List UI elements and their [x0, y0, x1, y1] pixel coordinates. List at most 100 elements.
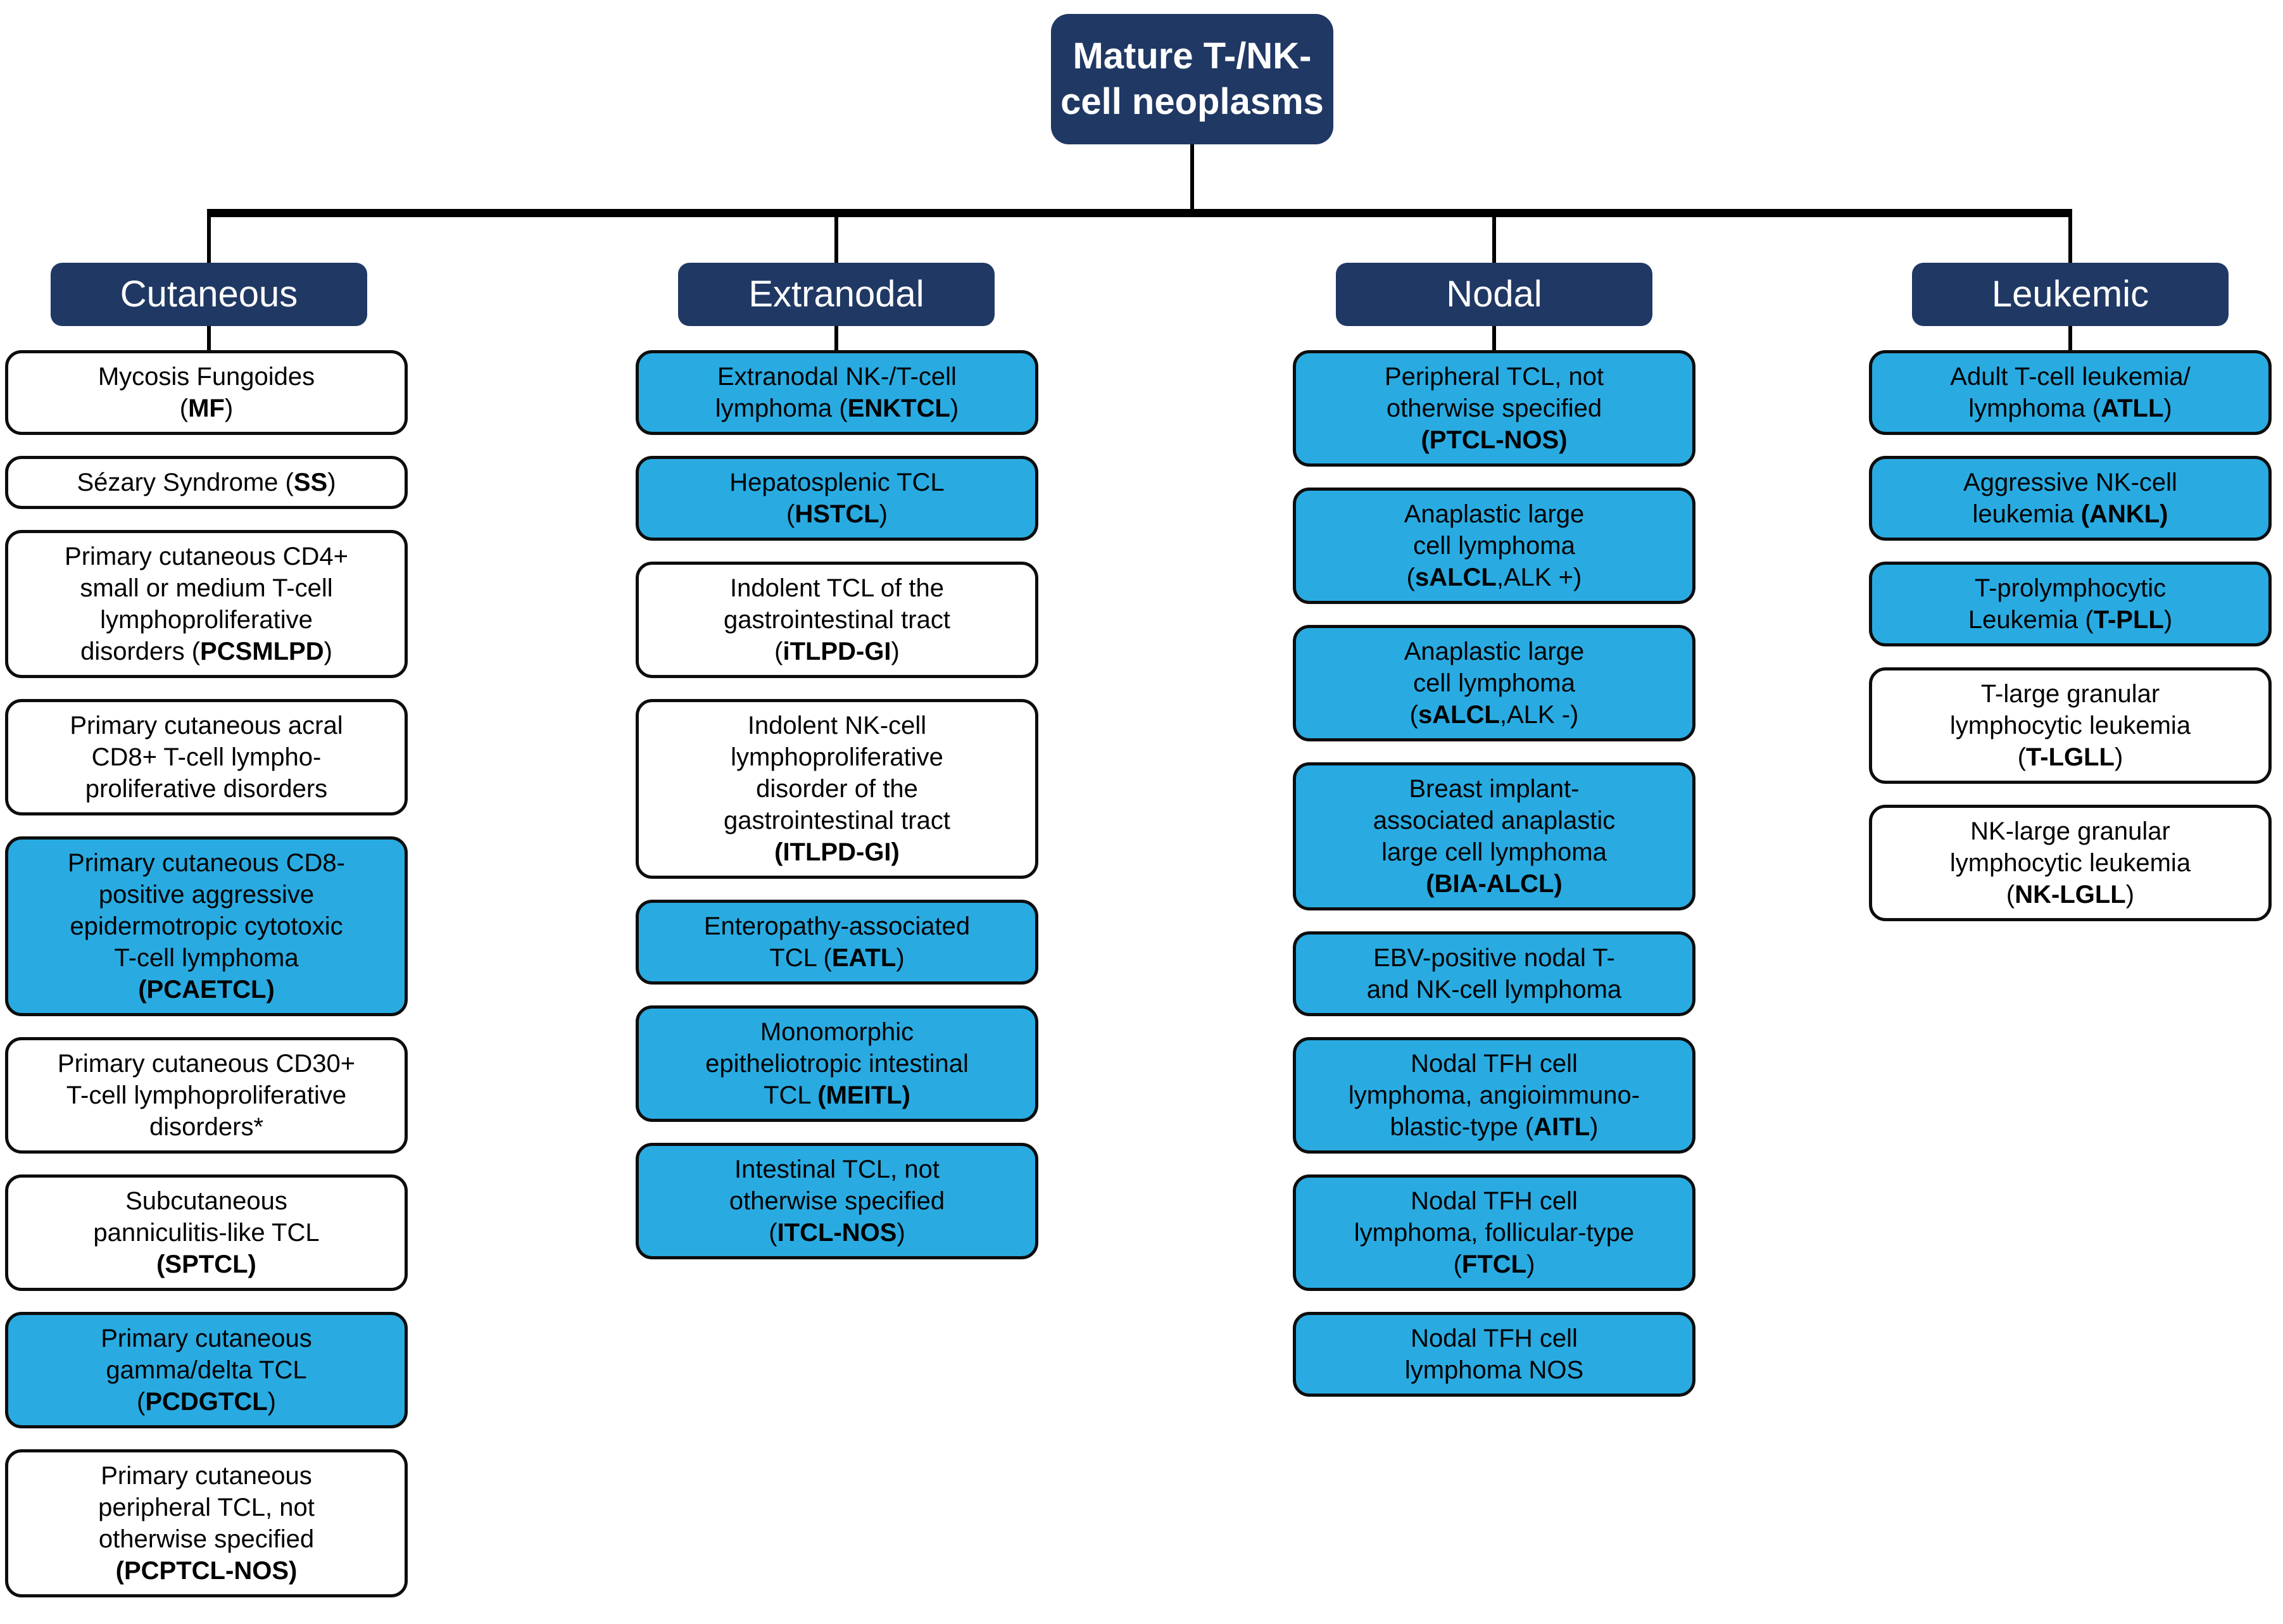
- header-stub-cutaneous: [207, 325, 211, 351]
- diagram-node-line: small or medium T-cell: [80, 574, 333, 602]
- column-cutaneous: Mycosis Fungoides (MF) Sézary Syndrome (SS…: [5, 350, 408, 1597]
- diagram-node: Adult T-cell leukemia/lymphoma (ATLL): [1869, 350, 2272, 435]
- diagram-node-line: T-cell lymphoproliferative: [66, 1081, 347, 1109]
- diagram-node-line: otherwise specified: [729, 1187, 945, 1215]
- diagram-node-line: Aggressive NK-cell: [1963, 469, 2177, 496]
- diagram-node: Hepatosplenic TCL (HSTCL): [636, 456, 1038, 541]
- diagram-node-line: blastic-type (AITL): [1390, 1113, 1599, 1141]
- header-stub-extranodal: [834, 325, 838, 351]
- diagram-node-line: epitheliotropic intestinal: [705, 1050, 969, 1078]
- diagram-node: T-large granular lymphocytic leukemia (T-L…: [1869, 667, 2272, 784]
- root-node-title: Mature T-/NK- cell neoplasms: [1051, 14, 1333, 144]
- diagram-node-line: Breast implant-: [1409, 775, 1580, 803]
- diagram-node-line: and NK-cell lymphoma: [1366, 976, 1622, 1004]
- diagram-node-line: Hepatosplenic TCL: [729, 469, 945, 496]
- diagram-node: Primary cutaneous CD8-positive aggressiv…: [5, 836, 408, 1016]
- diagram-node-line: Sézary Syndrome (SS): [77, 469, 336, 496]
- diagram-node-line: lymphocytic leukemia: [1949, 849, 2191, 877]
- diagram-node: Primary cutaneous peripheral TCL, not othe…: [5, 1449, 408, 1597]
- connector-trunk-line: [1190, 144, 1194, 209]
- diagram-node-line: (PCPTCL-NOS): [115, 1557, 298, 1585]
- diagram-node-line: (ITLPD-GI): [774, 838, 900, 866]
- diagram-node-line: lymphoma NOS: [1404, 1356, 1584, 1384]
- diagram-node-line: (PCDGTCL): [137, 1388, 276, 1416]
- diagram-node-line: Peripheral TCL, not: [1384, 363, 1604, 391]
- diagram-node-line: disorders*: [149, 1113, 264, 1141]
- diagram-node-line: Leukemia (T-PLL): [1968, 606, 2173, 634]
- diagram-node-line: (sALCL,ALK +): [1406, 563, 1582, 591]
- diagram-node: Sézary Syndrome (SS): [5, 456, 408, 509]
- diagram-node-line: Primary cutaneous: [101, 1325, 312, 1352]
- diagram-node-line: (iTLPD-GI): [774, 638, 900, 665]
- diagram-node-line: Primary cutaneous CD8-: [68, 849, 345, 877]
- diagram-node-line: cell lymphoma: [1413, 532, 1575, 560]
- diagram-node-line: Subcutaneous: [125, 1187, 287, 1215]
- diagram-node-line: large cell lymphoma: [1381, 838, 1607, 866]
- diagram-node-line: lymphoma (ATLL): [1968, 394, 2172, 422]
- diagram-node-line: disorders (PCSMLPD): [80, 638, 332, 665]
- diagram-node-line: NK-large granular: [1970, 817, 2170, 845]
- diagram-node: EBV-positive nodal T-and NK-cell lymphom…: [1293, 931, 1695, 1016]
- diagram-node-line: disorder of the: [756, 775, 918, 803]
- diagram-node-line: gastrointestinal tract: [724, 807, 950, 834]
- diagram-node-line: lymphoproliferative: [731, 743, 943, 771]
- diagram-node-line: cell lymphoma: [1413, 669, 1575, 697]
- diagram-node-line: Primary cutaneous CD30+: [57, 1050, 356, 1078]
- connector-stub-nodal: [1492, 217, 1496, 264]
- diagram-node-line: associated anaplastic: [1373, 807, 1616, 834]
- diagram-node-line: T-large granular: [1980, 680, 2160, 708]
- branch-header-extranodal: Extranodal: [678, 263, 995, 326]
- diagram-node-line: Mycosis Fungoides: [97, 363, 315, 391]
- connector-stub-extranodal: [834, 217, 838, 264]
- diagram-node-line: lymphoma, angioimmuno-: [1348, 1081, 1640, 1109]
- diagram-node-line: panniculitis-like TCL: [93, 1219, 320, 1247]
- diagram-node-line: TCL (MEITL): [764, 1081, 910, 1109]
- diagram-node-line: Primary cutaneous: [101, 1462, 312, 1490]
- diagram-node-line: Anaplastic large: [1404, 638, 1585, 665]
- diagram-node-line: Nodal TFH cell: [1411, 1325, 1578, 1352]
- diagram-node-line: Indolent TCL of the: [729, 574, 944, 602]
- diagram-node-line: (NK-LGLL): [2006, 881, 2135, 909]
- diagram-node-line: lymphoma (ENKTCL): [715, 394, 959, 422]
- diagram-node-line: Monomorphic: [760, 1018, 914, 1046]
- diagram-node: Mycosis Fungoides (MF): [5, 350, 408, 435]
- connector-stub-cutaneous: [207, 217, 211, 264]
- header-stub-nodal: [1492, 325, 1496, 351]
- diagram-node-line: lymphocytic leukemia: [1949, 712, 2191, 740]
- diagram-node-line: Extranodal NK-/T-cell: [717, 363, 957, 391]
- diagram-node-line: Primary cutaneous CD4+: [65, 543, 348, 570]
- diagram-node-line: EBV-positive nodal T-: [1373, 944, 1615, 972]
- diagram-node-line: CD8+ T-cell lympho-: [91, 743, 322, 771]
- diagram-node: Breast implant-associated anaplastic larg…: [1293, 762, 1695, 910]
- diagram-node-line: proliferative disorders: [85, 775, 328, 803]
- diagram-node-line: T-prolymphocytic: [1974, 574, 2167, 602]
- connector-horizontal-line: [207, 209, 2072, 217]
- diagram-node-line: otherwise specified: [1386, 394, 1602, 422]
- diagram-node: NK-large granular lymphocytic leukemia (NK…: [1869, 805, 2272, 921]
- diagram-node-line: (HSTCL): [786, 500, 888, 528]
- diagram-node-line: Enteropathy-associated: [703, 912, 971, 940]
- diagram-node-line: gamma/delta TCL: [106, 1356, 307, 1384]
- diagram-node: Nodal TFH cell lymphoma NOS: [1293, 1312, 1695, 1397]
- diagram-node-line: (T-LGLL): [2017, 743, 2123, 771]
- diagram-node-line: (ITCL-NOS): [769, 1219, 905, 1247]
- diagram-node-line: (sALCL,ALK -): [1409, 701, 1579, 729]
- diagram-node-line: epidermotropic cytotoxic: [70, 912, 343, 940]
- diagram-node-line: otherwise specified: [98, 1525, 315, 1553]
- diagram-node-line: Primary cutaneous acral: [70, 712, 343, 740]
- diagram-node-line: (MF): [179, 394, 234, 422]
- diagram-node-line: Nodal TFH cell: [1411, 1187, 1578, 1215]
- diagram-node-line: peripheral TCL, not: [98, 1494, 315, 1521]
- diagram-node-line: (SPTCL): [156, 1250, 256, 1278]
- diagram-node-line: (PCAETCL): [138, 976, 275, 1004]
